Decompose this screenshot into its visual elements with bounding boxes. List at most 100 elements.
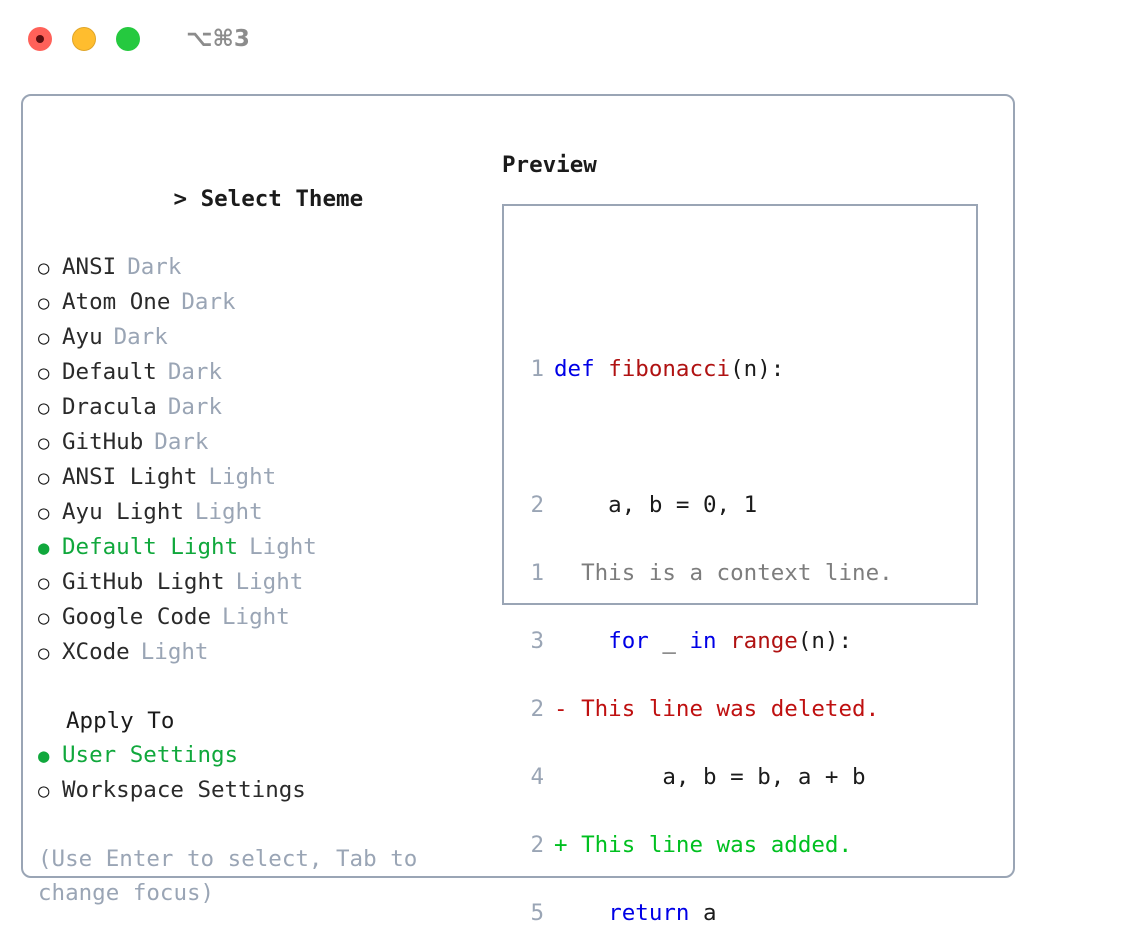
theme-option-label: Atom One: [62, 289, 171, 315]
theme-option-ansi-dark[interactable]: ○ ANSI Dark: [38, 250, 508, 285]
theme-option-label: Dracula: [62, 394, 157, 420]
diff-sign: -: [554, 696, 582, 722]
code-sample: 1 def fibonacci (n): 2 a, b = 0, 1 3: [518, 250, 866, 934]
code-token: a, b = b, a + b: [554, 764, 866, 790]
radio-icon[interactable]: ○: [38, 502, 50, 524]
line-number: 1: [530, 560, 544, 586]
code-line: 4 a, b = b, a + b: [518, 760, 866, 794]
radio-icon[interactable]: ○: [38, 607, 50, 629]
theme-option-label: GitHub: [62, 429, 144, 455]
code-token: for: [608, 628, 649, 654]
code-line: 3 for _ in range (n):: [518, 624, 866, 658]
theme-option-dracula-dark[interactable]: ○ Dracula Dark: [38, 390, 508, 425]
theme-option-label: Google Code: [62, 604, 212, 630]
radio-selected-icon[interactable]: ●: [38, 745, 50, 767]
line-number: 4: [530, 764, 544, 790]
traffic-lights: [28, 27, 140, 51]
line-number: 2: [530, 492, 544, 518]
radio-icon[interactable]: ○: [38, 467, 50, 489]
radio-icon[interactable]: ○: [38, 362, 50, 384]
theme-option-label: Default: [62, 359, 157, 385]
apply-to-option-workspace-settings[interactable]: ○ Workspace Settings: [38, 773, 508, 808]
theme-option-category: Light: [235, 569, 304, 595]
radio-icon[interactable]: ○: [38, 292, 50, 314]
theme-option-category: Dark: [127, 254, 182, 280]
code-token: return: [608, 900, 690, 926]
radio-icon[interactable]: ○: [38, 432, 50, 454]
theme-option-default-light[interactable]: ● Default Light Light: [38, 530, 508, 565]
radio-icon[interactable]: ○: [38, 642, 50, 664]
apply-to-option-list: ● User Settings ○ Workspace Settings: [38, 738, 508, 808]
diff-line-context: 1 This is a context line.: [518, 556, 893, 590]
diff-text: This line was added.: [581, 832, 853, 858]
theme-option-google-code-light[interactable]: ○ Google Code Light: [38, 600, 508, 635]
maximize-button[interactable]: [116, 27, 140, 51]
preview-header: Preview: [502, 152, 597, 178]
theme-option-ayu-light[interactable]: ○ Ayu Light Light: [38, 495, 508, 530]
code-line: 1 def fibonacci (n):: [518, 352, 866, 386]
code-token: (n):: [730, 356, 785, 382]
apply-to-option-label: User Settings: [62, 742, 239, 768]
code-line: 2 a, b = 0, 1: [518, 488, 866, 522]
theme-option-category: Light: [208, 464, 277, 490]
diff-sign: +: [554, 832, 582, 858]
code-token: _: [648, 628, 690, 654]
code-token: def: [554, 356, 609, 382]
theme-option-xcode-light[interactable]: ○ XCode Light: [38, 635, 508, 670]
minimize-button[interactable]: [72, 27, 96, 51]
keyboard-shortcut-label: ⌥⌘3: [186, 26, 250, 52]
code-token: fibonacci: [608, 356, 731, 382]
theme-option-category: Dark: [167, 359, 223, 385]
code-token: a, b = 0, 1: [554, 492, 758, 518]
title-bar: ⌥⌘3: [0, 0, 1140, 78]
theme-option-label: ANSI: [62, 254, 117, 280]
code-token: range: [730, 628, 798, 654]
theme-option-github-light[interactable]: ○ GitHub Light Light: [38, 565, 508, 600]
theme-option-label: Default Light: [62, 534, 239, 560]
diff-line-added: 2 + This line was added.: [518, 828, 893, 862]
theme-picker-header: > Select Theme: [38, 148, 508, 250]
theme-option-category: Light: [194, 499, 263, 525]
radio-icon[interactable]: ○: [38, 397, 50, 419]
header-text: Select Theme: [200, 186, 364, 212]
theme-option-category: Dark: [154, 429, 209, 455]
hint-spacer: [38, 808, 508, 842]
theme-option-category: Dark: [167, 394, 223, 420]
theme-option-ayu-dark[interactable]: ○ Ayu Dark: [38, 320, 508, 355]
preview-box: 1 def fibonacci (n): 2 a, b = 0, 1 3: [502, 204, 978, 926]
apply-to-option-user-settings[interactable]: ● User Settings: [38, 738, 508, 773]
apply-to-header: Apply To: [66, 708, 175, 734]
theme-option-category: Dark: [181, 289, 236, 315]
theme-option-label: GitHub Light: [62, 569, 225, 595]
line-number: 5: [530, 900, 544, 926]
theme-option-category: Light: [222, 604, 290, 630]
radio-icon[interactable]: ○: [38, 327, 50, 349]
theme-option-github-dark[interactable]: ○ GitHub Dark: [38, 425, 508, 460]
diff-text: This line was deleted.: [581, 696, 880, 722]
theme-option-default-dark[interactable]: ○ Default Dark: [38, 355, 508, 390]
diff-text: This is a context line.: [581, 560, 893, 586]
keyboard-hint-text: (Use Enter to select, Tab to change focu…: [38, 846, 431, 906]
theme-option-ansi-light[interactable]: ○ ANSI Light Light: [38, 460, 508, 495]
theme-option-category: Light: [249, 534, 317, 560]
diff-sign: [554, 556, 581, 590]
theme-option-category: Light: [140, 639, 209, 665]
theme-option-atom-one-dark[interactable]: ○ Atom One Dark: [38, 285, 508, 320]
theme-option-list: ○ ANSI Dark ○ Atom One Dark ○ Ayu Dark: [38, 250, 508, 670]
theme-option-category: Dark: [113, 324, 168, 350]
diff-line-deleted: 2 - This line was deleted.: [518, 692, 893, 726]
close-button[interactable]: [28, 27, 52, 51]
theme-option-label: ANSI Light: [62, 464, 198, 490]
theme-option-label: XCode: [62, 639, 130, 665]
line-number: 1: [530, 356, 544, 382]
radio-icon[interactable]: ○: [38, 572, 50, 594]
radio-icon[interactable]: ○: [38, 257, 50, 279]
radio-selected-icon[interactable]: ●: [38, 537, 50, 559]
theme-picker-column: > Select Theme ○ ANSI Dark ○ Atom One Da…: [38, 148, 508, 910]
theme-option-label: Ayu: [62, 324, 103, 350]
line-number: 2: [530, 696, 544, 722]
diff-sample: 1 This is a context line. 2 - This line …: [518, 454, 893, 934]
code-token: a: [689, 900, 717, 926]
radio-icon[interactable]: ○: [38, 780, 50, 802]
